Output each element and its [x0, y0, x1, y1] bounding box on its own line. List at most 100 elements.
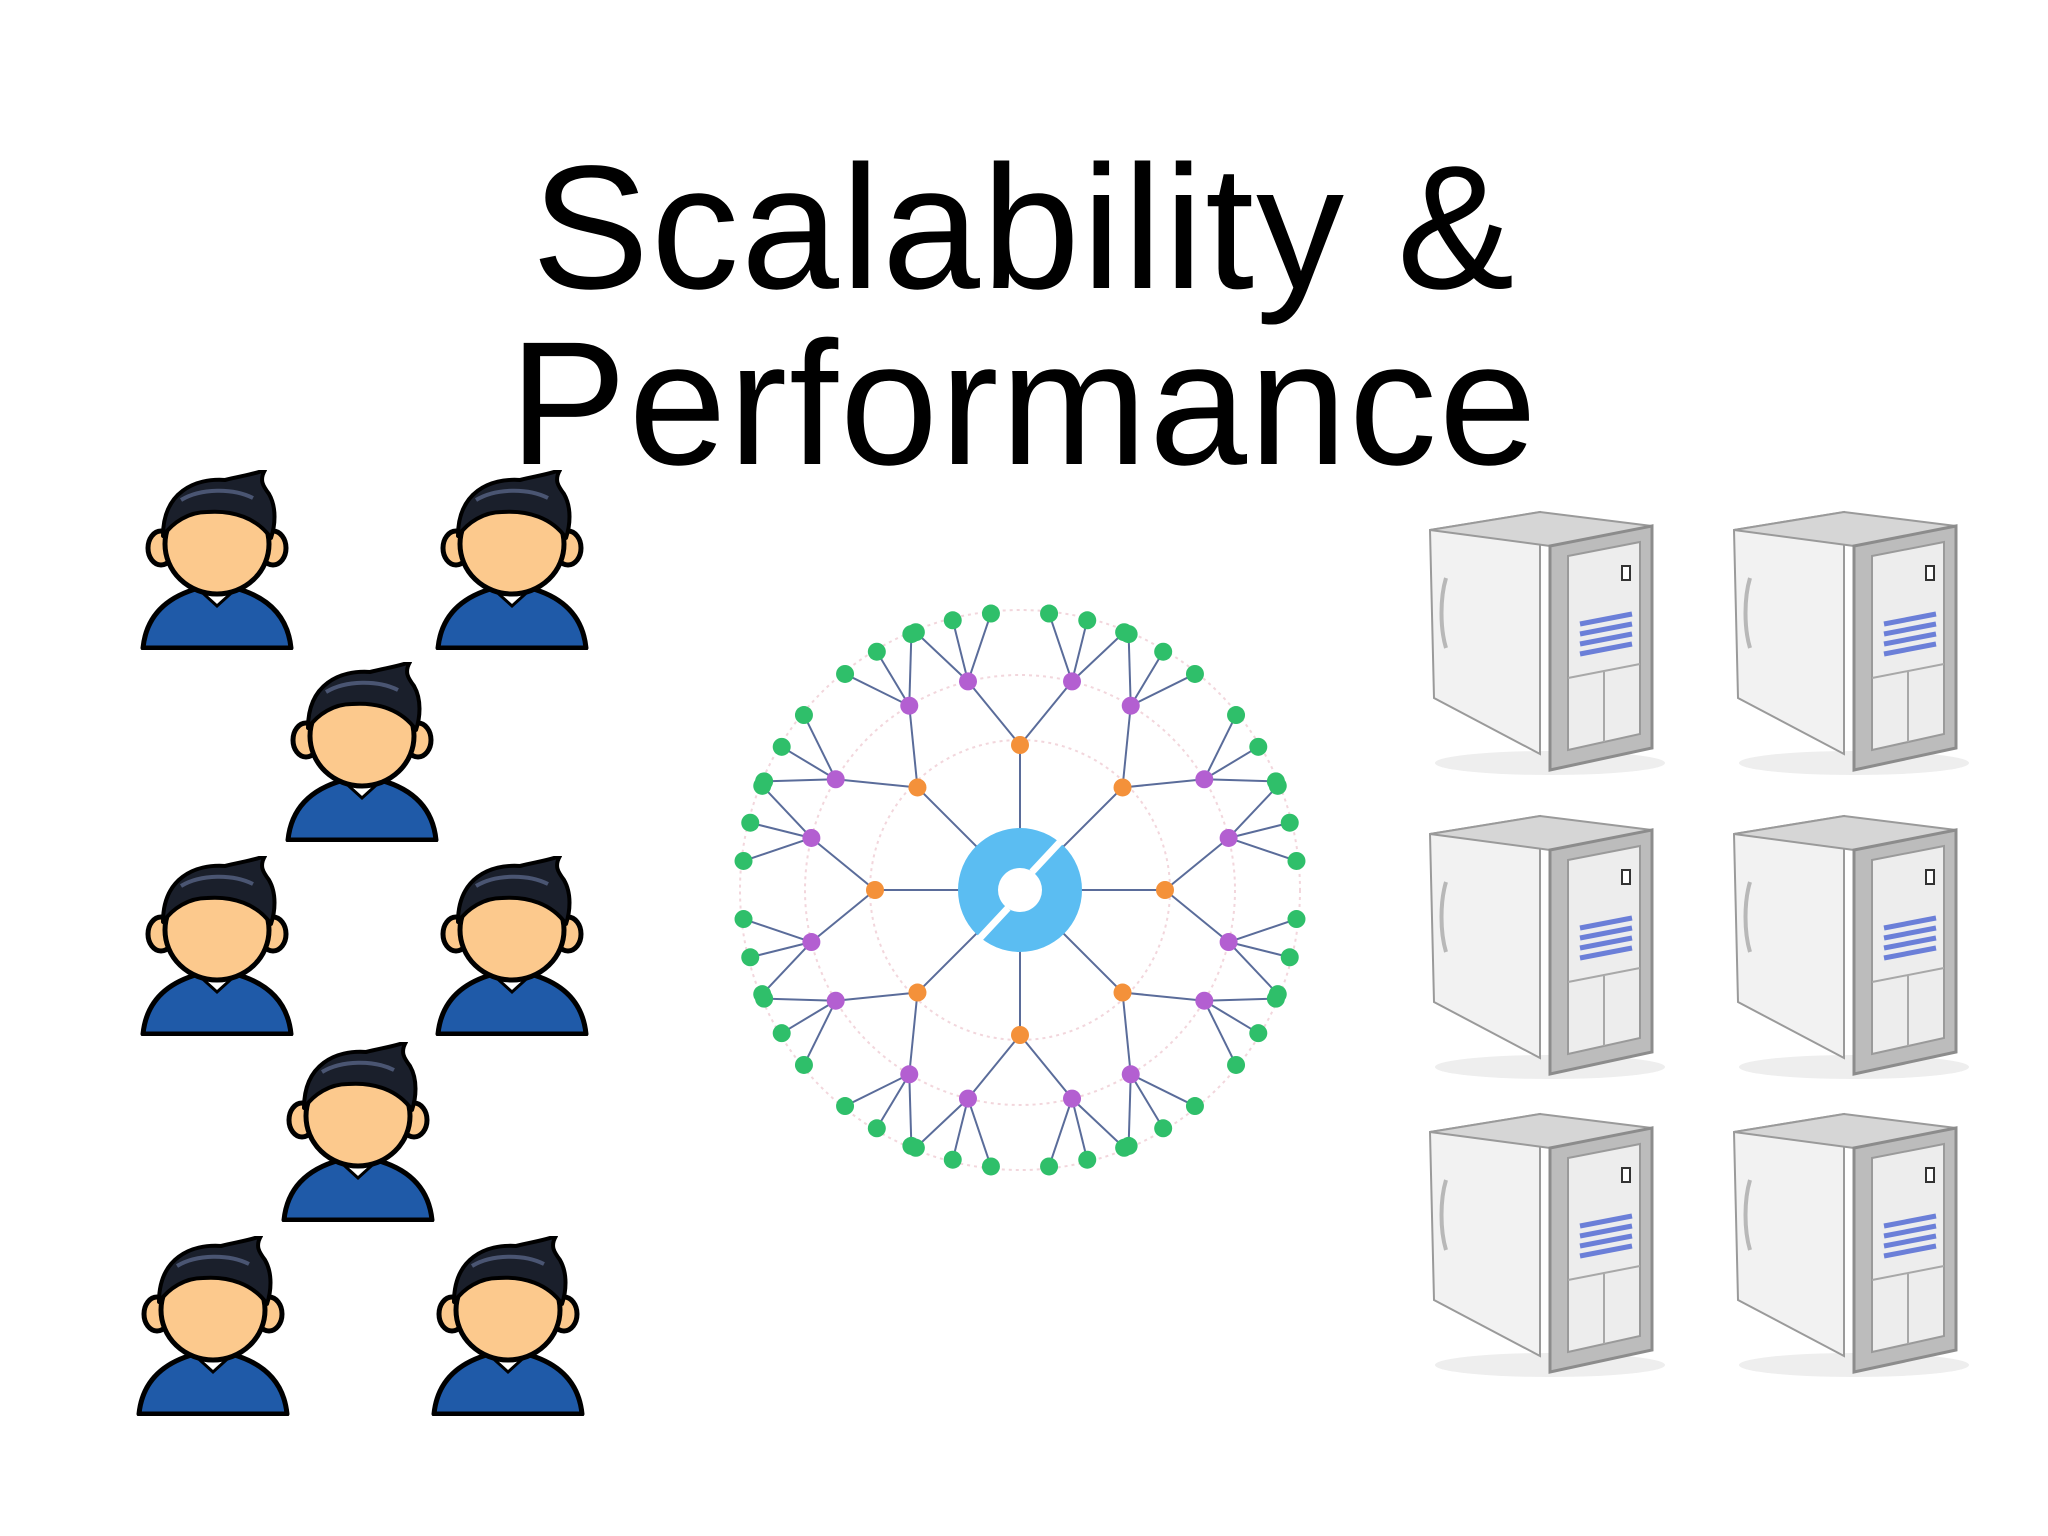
network-link — [835, 778, 918, 789]
network-link — [1127, 1074, 1132, 1146]
network-node — [1119, 625, 1138, 644]
network-node — [1121, 1065, 1140, 1084]
network-link — [1129, 1073, 1165, 1129]
network-node — [908, 778, 927, 797]
network-link — [1019, 1034, 1073, 1100]
network-link — [844, 673, 910, 707]
network-node — [741, 948, 760, 967]
network-link — [951, 620, 969, 682]
network-link — [875, 651, 911, 707]
network-node — [1219, 828, 1238, 847]
network-node — [772, 1024, 791, 1043]
network-node — [1219, 933, 1238, 952]
network-node — [1063, 1089, 1082, 1108]
user-icon — [428, 1236, 588, 1416]
network-node — [802, 933, 821, 952]
network-link — [1071, 620, 1089, 682]
network-node — [1115, 1138, 1134, 1157]
network-node — [1063, 672, 1082, 691]
network-link — [764, 778, 836, 783]
user-icon — [133, 1236, 293, 1416]
network-link — [761, 785, 813, 839]
network-link — [810, 889, 876, 943]
network-link — [781, 745, 837, 781]
network-link — [1228, 918, 1297, 943]
network-node — [836, 1097, 855, 1116]
user-icon — [278, 1042, 438, 1222]
network-link — [908, 1074, 913, 1146]
network-link — [1227, 785, 1279, 839]
network-node — [958, 672, 977, 691]
network-node — [1078, 611, 1097, 630]
server-tower-icon — [1420, 812, 1665, 1082]
user-icon — [282, 662, 442, 842]
hub-center-gap — [977, 905, 1011, 941]
network-node — [1287, 851, 1306, 870]
network-node — [772, 737, 791, 756]
network-node — [867, 1119, 886, 1138]
network-link — [915, 1097, 969, 1149]
network-link — [1019, 680, 1073, 746]
network-link — [743, 837, 812, 862]
network-link — [1121, 992, 1132, 1075]
network-node — [753, 985, 772, 1004]
network-link — [1204, 997, 1276, 1002]
network-link — [1203, 745, 1259, 781]
network-link — [1122, 778, 1205, 789]
network-node — [867, 642, 886, 661]
network-node — [981, 1157, 1000, 1176]
network-link — [810, 837, 876, 891]
network-node — [1156, 881, 1174, 899]
network-node — [1011, 1026, 1029, 1044]
guide-ring — [739, 609, 1301, 1171]
network-link — [1164, 889, 1230, 943]
network-link — [1129, 651, 1165, 707]
user-icon — [432, 856, 592, 1036]
network-node — [1249, 1024, 1268, 1043]
network-node — [826, 991, 845, 1010]
user-icon — [137, 856, 297, 1036]
network-link — [750, 941, 812, 959]
network-node — [794, 706, 813, 725]
network-hub-icon — [734, 604, 1306, 1176]
network-node — [900, 696, 919, 715]
network-node — [902, 1136, 921, 1155]
network-link — [781, 999, 837, 1035]
user-icon — [432, 470, 592, 650]
network-link — [951, 1098, 969, 1160]
network-node — [902, 625, 921, 644]
network-link — [1228, 837, 1297, 862]
network-link — [1130, 1073, 1196, 1107]
network-link — [761, 941, 813, 995]
network-node — [943, 611, 962, 630]
network-node — [1195, 770, 1214, 789]
network-node — [1154, 642, 1173, 661]
network-link — [750, 821, 812, 839]
network-link — [844, 1073, 910, 1107]
network-node — [1268, 776, 1287, 795]
network-link — [1228, 941, 1290, 959]
network-node — [734, 910, 753, 929]
network-link — [1121, 705, 1132, 788]
server-tower-icon — [1724, 508, 1969, 778]
network-link — [1164, 837, 1230, 891]
network-node — [1287, 910, 1306, 929]
network-node — [1040, 604, 1059, 623]
network-link — [1071, 1098, 1089, 1160]
network-link — [1203, 999, 1259, 1035]
network-link — [1203, 1000, 1237, 1066]
network-node — [900, 1065, 919, 1084]
network-node — [1266, 989, 1285, 1008]
network-link — [835, 991, 918, 1002]
network-node — [1227, 706, 1246, 725]
network-node — [1040, 1157, 1059, 1176]
network-node — [1113, 983, 1132, 1002]
network-node — [1011, 736, 1029, 754]
network-node — [1227, 1055, 1246, 1074]
network-link — [1048, 1098, 1073, 1167]
network-link — [967, 613, 992, 682]
network-node — [1249, 737, 1268, 756]
guide-ring — [804, 674, 1236, 1106]
network-link — [1204, 778, 1276, 783]
